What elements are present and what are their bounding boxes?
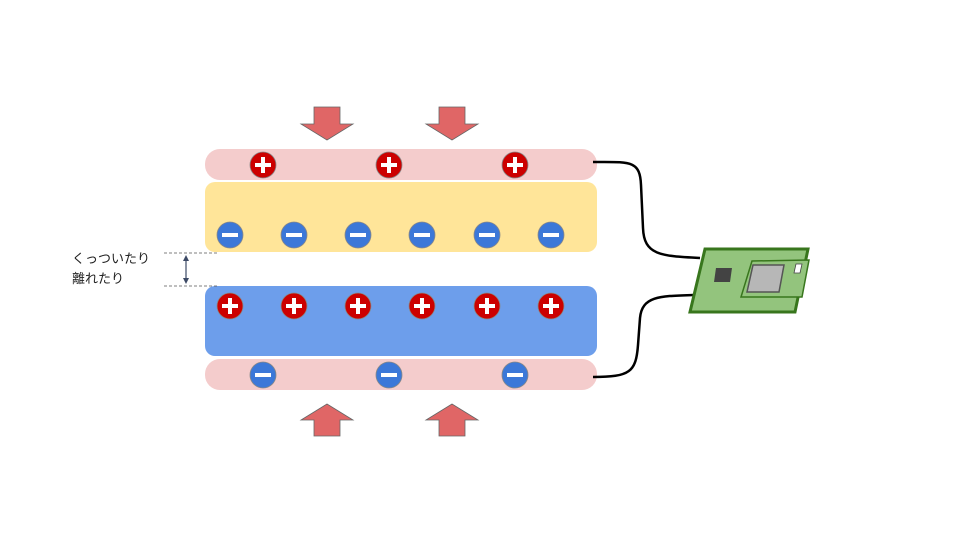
negative-charge-icon (473, 221, 501, 249)
negative-charge-icon (501, 361, 529, 389)
negative-charge-icon (537, 221, 565, 249)
negative-charge-icon (216, 221, 244, 249)
lower-friction-layer (205, 286, 597, 356)
module-led-icon (793, 263, 803, 274)
negative-charge-icon (408, 221, 436, 249)
negative-charge-icon (249, 361, 277, 389)
gap-annotation-line2: 離れたり (72, 272, 125, 287)
press-arrows-top (299, 106, 480, 141)
up-arrow-icon (299, 403, 355, 437)
arrow-head-up-icon (183, 255, 189, 261)
gap-annotation-line1: くっついたり (72, 252, 151, 267)
circuit-board (688, 247, 810, 314)
negative-charge-icon (375, 361, 403, 389)
positive-charge-icon (280, 292, 308, 320)
gap-indicator (164, 252, 217, 287)
upper-friction-layer (205, 182, 597, 252)
upper-layer-charges (216, 221, 565, 249)
positive-charge-icon (501, 151, 529, 179)
negative-charge-icon (280, 221, 308, 249)
positive-charge-icon (344, 292, 372, 320)
down-arrow-icon (299, 106, 355, 141)
negative-charge-icon (344, 221, 372, 249)
wire-top (592, 160, 701, 260)
positive-charge-icon (473, 292, 501, 320)
up-arrow-icon (424, 403, 480, 437)
chip-icon (714, 268, 732, 282)
positive-charge-icon (537, 292, 565, 320)
top-electrode-charges (249, 151, 529, 179)
lower-layer-charges (216, 292, 565, 320)
positive-charge-icon (375, 151, 403, 179)
bottom-electrode-charges (249, 361, 529, 389)
wire-bottom (592, 293, 694, 379)
positive-charge-icon (216, 292, 244, 320)
module-chip (746, 264, 785, 293)
press-arrows-bottom (299, 403, 480, 437)
positive-charge-icon (408, 292, 436, 320)
positive-charge-icon (249, 151, 277, 179)
down-arrow-icon (424, 106, 480, 141)
arrow-head-down-icon (183, 278, 189, 284)
